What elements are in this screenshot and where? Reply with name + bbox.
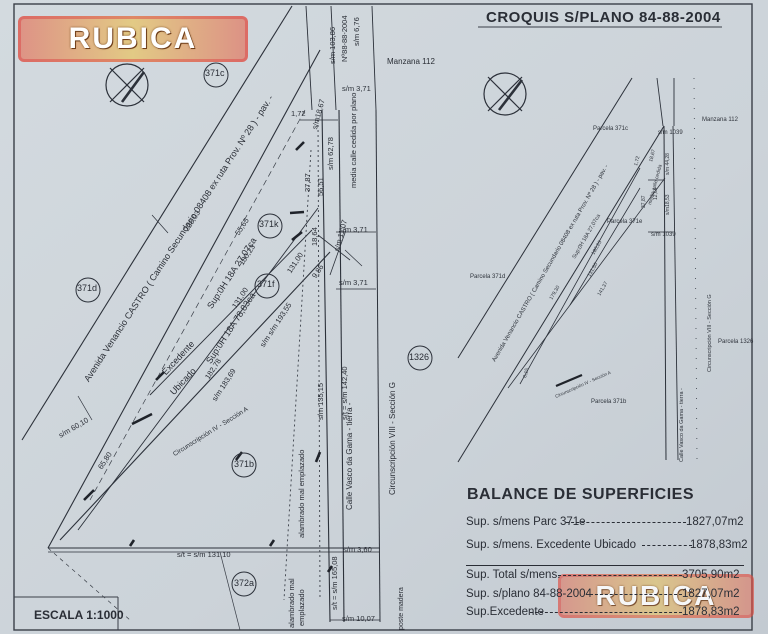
svg-text:Parcela 371b: Parcela 371b xyxy=(591,399,627,405)
north-arrow-icon xyxy=(105,63,149,107)
balance-label-2: Sup. s/mens. Excedente Ubicado xyxy=(466,539,637,551)
balance-value-1: 1827,07m2 xyxy=(686,516,744,528)
balance-label-4: Sup. s/plano 84-88-2004 xyxy=(466,588,592,600)
circunscripcion-label: Circunscripción VIII - Sección G xyxy=(388,382,397,495)
svg-text:37,87: 37,87 xyxy=(641,195,647,208)
svg-text:s/m 44,28: s/m 44,28 xyxy=(665,153,671,175)
dim-13515: s/m 135,15 xyxy=(316,382,325,420)
alambrado-1: alambrado mal emplazado xyxy=(297,449,306,538)
balance-label-1: Sup. s/mens Parc 371e xyxy=(466,516,586,528)
svg-text:Manzana 112: Manzana 112 xyxy=(702,117,739,123)
svg-text:Parcela 371c: Parcela 371c xyxy=(593,126,628,132)
svg-text:18,67: 18,67 xyxy=(648,149,657,163)
svg-text:Calle Vasco da Gama - tierra -: Calle Vasco da Gama - tierra - xyxy=(679,388,685,462)
svg-text:Circunscripción VIII - Sección: Circunscripción VIII - Sección G xyxy=(707,294,713,372)
svg-text:s/m 1039: s/m 1039 xyxy=(651,232,676,238)
svg-text:1,72: 1,72 xyxy=(633,155,641,166)
dim-10386: s/m 103,86 xyxy=(328,26,337,64)
dim-13110: s/t = s/m 131,10 xyxy=(177,550,231,559)
svg-text:s/m 1039: s/m 1039 xyxy=(658,130,683,136)
parcel-1326: 1326 xyxy=(409,352,430,362)
r-371d: Parcela 371d xyxy=(470,274,505,280)
dim-371b: s/m 3,71 xyxy=(339,225,368,234)
balance-label-3: Sup. Total s/mens. xyxy=(466,569,561,581)
dim-16508: s/t = s/m 165,08 xyxy=(330,556,339,610)
balance-value-4: 1827,07m2 xyxy=(682,588,740,600)
parcel-371d: 371d xyxy=(77,283,98,293)
dim-360: s/m 3,60 xyxy=(343,545,372,554)
parcel-371k: 371k xyxy=(259,219,279,229)
parcel-371c: 371c xyxy=(205,68,225,78)
plano-number: Nº88-88-2004 xyxy=(340,15,349,62)
balance-value-2: 1878,83m2 xyxy=(690,539,748,551)
dim-1864: 18,64 xyxy=(310,227,319,246)
parcel-371f: 371f xyxy=(257,279,275,289)
svg-text:Parcela 1326: Parcela 1326 xyxy=(718,339,754,345)
svg-text:s/m18,53: s/m18,53 xyxy=(665,194,671,215)
dim-3787: 37,87 xyxy=(303,173,312,192)
poste-label: poste madera xyxy=(398,587,405,630)
balance-label-5: Sup.Excedente xyxy=(466,606,545,618)
rubica-logo: RUBICA xyxy=(18,16,248,62)
north-arrow-icon-right xyxy=(483,72,527,116)
parcel-372a: 372a xyxy=(234,578,255,588)
dim-371a: s/m 3,71 xyxy=(342,84,371,93)
dim-14240: s/t = s/m 142,40 xyxy=(340,366,349,420)
svg-text:Parcela 371e: Parcela 371e xyxy=(607,219,643,225)
balance-value-5: 1878,83m2 xyxy=(682,606,740,618)
sheet-border xyxy=(13,3,753,631)
svg-text:6,15: 6,15 xyxy=(522,367,530,378)
dim-5651: 56,51 xyxy=(316,177,325,196)
parcel-371b: 371b xyxy=(234,459,255,469)
media-calle: media calle cedida por plano xyxy=(349,92,358,188)
dim-1007: s/m 10,07 xyxy=(342,614,375,623)
balance-title: BALANCE DE SUPERFICIES xyxy=(467,486,695,503)
svg-text:12,64: 12,64 xyxy=(653,187,659,200)
dim-371c: s/m 3,71 xyxy=(339,278,368,287)
rubica-logo-bottom: RUBICA xyxy=(558,574,754,618)
scale-label: ESCALA 1:1000 xyxy=(34,608,124,622)
balance-value-3: 3705,90m2 xyxy=(682,569,740,581)
alambrado-3: emplazado xyxy=(297,589,306,626)
alambrado-2: alambrado mal xyxy=(287,578,296,628)
dim-172: 1,72 xyxy=(291,109,306,118)
dim-676: s/m 6,76 xyxy=(352,17,361,46)
page-title: CROQUIS S/PLANO 84-88-2004 xyxy=(486,9,721,26)
dim-6278: s/m 62,78 xyxy=(326,137,335,170)
manzana-label: Manzana 112 xyxy=(387,57,435,66)
